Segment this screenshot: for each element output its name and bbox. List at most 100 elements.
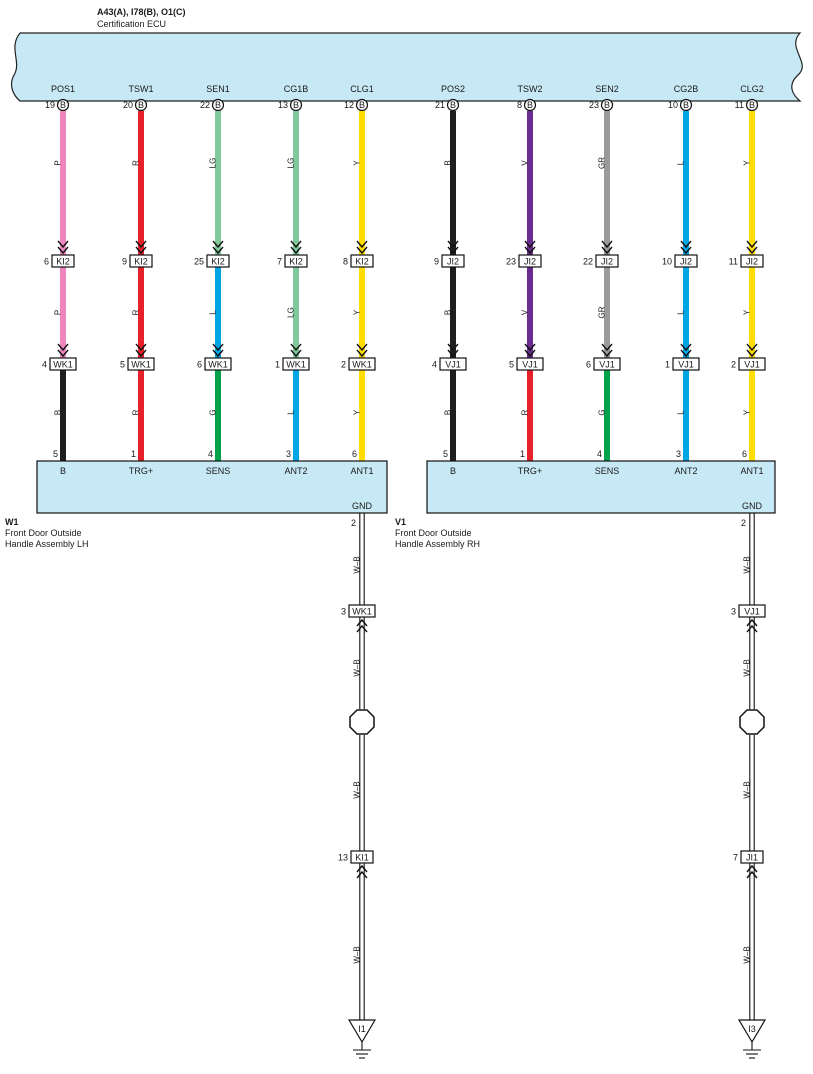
ecu-pin-number: 13 (278, 100, 288, 110)
connector-c2-pin: 5 (509, 360, 514, 370)
wire-color-label: R (132, 409, 141, 415)
gnd-connector-2-label: KI1 (355, 853, 369, 863)
connector-arrow (746, 864, 758, 879)
device-pin-number: 6 (352, 449, 357, 459)
ecu-pin-letter: B (450, 100, 456, 110)
chevron-arrow (212, 349, 224, 358)
connector-c2-label: VJ1 (599, 360, 615, 370)
gnd-wire-label: W–B (743, 781, 752, 798)
chevron-arrow (135, 343, 147, 352)
wire-color-label: V (521, 309, 530, 315)
chevron-arrow (356, 624, 368, 633)
connector-arrow (524, 343, 536, 358)
wire-color-label: B (444, 410, 453, 415)
ecu-pin-number: 23 (589, 100, 599, 110)
gnd-connector-2-pin: 13 (338, 853, 348, 863)
ecu-pin-circle (679, 98, 693, 112)
chevron-arrow (524, 343, 536, 352)
device-terminal-name: ANT2 (674, 466, 697, 476)
chevron-arrow (57, 240, 69, 249)
gnd-wire-label: W–B (743, 659, 752, 676)
device-pin-number: 6 (742, 449, 747, 459)
device-pin-number: 3 (286, 449, 291, 459)
device-terminal-name: B (450, 466, 456, 476)
connector-c2-box (439, 357, 467, 371)
connector-c2-pin: 1 (275, 360, 280, 370)
gnd-connector-2-box (350, 850, 374, 864)
connector-c2-pin: 1 (665, 360, 670, 370)
ecu-terminal-name: SEN2 (595, 84, 619, 94)
ecu-pin-circle (211, 98, 225, 112)
wire-color-label: L (677, 160, 686, 165)
ecu-pin-letter: B (215, 100, 221, 110)
device-name: Handle Assembly LH (5, 539, 89, 549)
chevron-arrow (356, 349, 368, 358)
connector-c1-box (206, 254, 230, 268)
device-terminal-name: ANT2 (284, 466, 307, 476)
gnd-wire-label: W–B (353, 781, 362, 798)
wire-color-label: Y (353, 160, 362, 166)
connector-c2-box (672, 357, 700, 371)
gnd-wire-label: W–B (743, 556, 752, 573)
ecu-pin-number: 11 (735, 100, 744, 110)
chevron-arrow (746, 343, 758, 352)
chevron-arrow (680, 349, 692, 358)
chevron-arrow (746, 864, 758, 873)
chevron-arrow (356, 246, 368, 255)
ecu-pin-number: 8 (517, 100, 522, 110)
chevron-arrow (356, 864, 368, 873)
connector-c1-box (284, 254, 308, 268)
wire-color-label: LG (287, 307, 296, 318)
chevron-arrow (356, 240, 368, 249)
connector-c2-pin: 2 (341, 360, 346, 370)
connector-arrow (57, 343, 69, 358)
chevron-arrow (212, 246, 224, 255)
connector-c1-box (441, 254, 465, 268)
connector-c2-label: VJ1 (678, 360, 694, 370)
wire-color-label: V (521, 160, 530, 166)
device-code: V1 (395, 517, 406, 527)
wire-color-label: L (677, 310, 686, 315)
wire-color-label: G (209, 409, 218, 415)
connector-arrow (680, 343, 692, 358)
device-name: Handle Assembly RH (395, 539, 480, 549)
chevron-arrow (57, 343, 69, 352)
chevron-arrow (447, 240, 459, 249)
gnd-wire-label: W–B (353, 659, 362, 676)
wire-color-label: B (444, 160, 453, 165)
chevron-arrow (135, 246, 147, 255)
chevron-arrow (601, 246, 613, 255)
ecu-pin-number: 22 (200, 100, 210, 110)
ecu-pin-circle (523, 98, 537, 112)
chevron-arrow (524, 246, 536, 255)
wire-color-label: R (521, 409, 530, 415)
device-body (36, 460, 388, 514)
ecu-terminal-name: POS1 (51, 84, 75, 94)
device-pin-number: 1 (520, 449, 525, 459)
connector-c1-box (740, 254, 764, 268)
connector-arrow (135, 343, 147, 358)
ecu-pin-number: 12 (344, 100, 354, 110)
connector-c2-box (738, 357, 766, 371)
connectors-and-labels: PPBKI26WK145BRRRKI29WK151TRG+LGLGKI225WK… (5, 157, 776, 1059)
wire-color-label: Y (743, 309, 752, 315)
connector-arrow (290, 240, 302, 255)
chevron-arrow (290, 246, 302, 255)
connector-c1-pin: 22 (583, 257, 593, 267)
connector-arrow (356, 864, 368, 879)
device-pin-number: 3 (676, 449, 681, 459)
ecu-terminal-name: POS2 (441, 84, 465, 94)
device-name: Front Door Outside (395, 528, 472, 538)
ecu-pin-circle (289, 98, 303, 112)
ecu-terminal-name: CLG1 (350, 84, 374, 94)
connector-c2-pin: 4 (432, 360, 437, 370)
connector-c1-pin: 9 (122, 257, 127, 267)
chevron-arrow (57, 349, 69, 358)
chevron-arrow (524, 349, 536, 358)
ground-point (347, 1019, 377, 1044)
device-terminal-name: ANT1 (740, 466, 763, 476)
connector-c2-box (204, 357, 232, 371)
wire-color-label: Y (353, 309, 362, 315)
chevron-arrow (356, 870, 368, 879)
connector-arrow (356, 618, 368, 633)
